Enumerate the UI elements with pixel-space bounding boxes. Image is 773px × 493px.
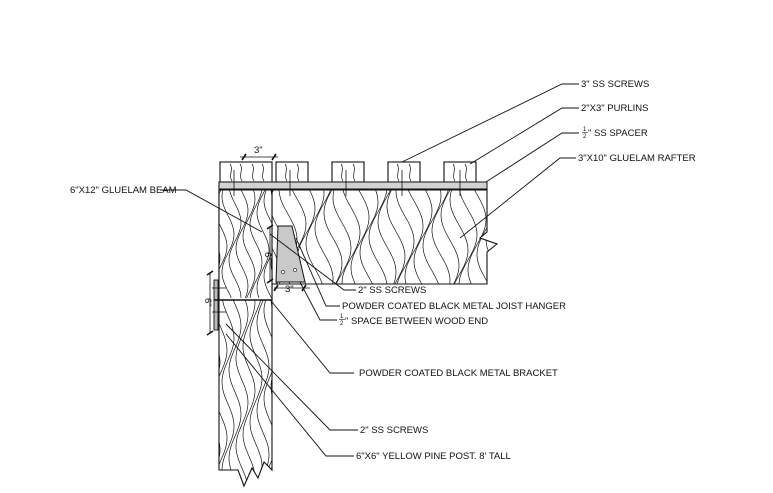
joist-hanger [275, 225, 306, 283]
grain-line [467, 190, 487, 284]
callout-purlins: 2"X3" PURLINS [581, 103, 648, 114]
dim-hanger-height: 6" [262, 224, 274, 284]
grain-line [323, 190, 343, 284]
grain-line [219, 299, 228, 486]
grain-line [359, 190, 379, 284]
grain-line [263, 299, 272, 486]
grain-line [270, 299, 272, 486]
grain-line [221, 190, 235, 299]
callout-spacer-denominator: 2 [583, 134, 587, 140]
grain-line [350, 190, 370, 284]
purlin [275, 161, 309, 183]
grain-line [228, 299, 242, 486]
purlins [219, 161, 477, 183]
grain-line [404, 190, 424, 284]
dim-hanger-width-text: 3" [285, 284, 294, 295]
grain-line [219, 299, 221, 486]
callout-screws-bracket: 2" SS SCREWS [360, 425, 428, 436]
grain-line [263, 190, 272, 299]
metal-bracket [212, 279, 272, 331]
post-wood-grain [219, 299, 272, 486]
grain-line [249, 190, 263, 299]
leaders [160, 83, 579, 457]
grain-line [332, 190, 352, 284]
grain-line [386, 190, 406, 284]
grain-line [219, 190, 228, 299]
ss-spacer [218, 181, 488, 190]
grain-line [235, 299, 249, 486]
dim-purlin-width: 3" [240, 145, 278, 161]
grain-line [305, 190, 325, 284]
callout-post: 6"X6" YELLOW PINE POST. 8' TALL [356, 451, 511, 462]
grain-line [422, 190, 442, 284]
grain-line [256, 299, 270, 486]
grain-line [341, 190, 361, 284]
callout-gap-text: " SPACE BETWEEN WOOD END [345, 316, 488, 327]
callout-spacer-numerator: 1 [583, 127, 587, 133]
grain-line [228, 190, 242, 299]
callout-screws-hanger: 2" SS SCREWS [358, 285, 426, 296]
purlin [331, 161, 365, 183]
grain-line [242, 299, 256, 486]
grain-line [458, 190, 478, 284]
dim-hanger-width: 3" [273, 284, 310, 295]
dim-hanger-height-text: 6" [262, 252, 273, 261]
grain-line [235, 190, 249, 299]
grain-line [256, 190, 270, 299]
callout-spacer-text: " SS SPACER [588, 128, 648, 139]
dim-bracket-height-text: 6" [202, 298, 213, 307]
callout-bracket: POWDER COATED BLACK METAL BRACKET [359, 368, 558, 379]
purlin-screws [233, 170, 461, 196]
callout-beam: 6"X12" GLUELAM BEAM [70, 185, 177, 196]
callout-screws-top: 3" SS SCREWS [581, 79, 649, 90]
callout-gap-numerator: 1 [340, 314, 344, 320]
dim-bracket-height: 6" [202, 270, 214, 336]
callout-gap-denominator: 2 [340, 321, 344, 327]
grain-line [314, 190, 334, 284]
callout-gap: 1 2 " SPACE BETWEEN WOOD END [339, 314, 488, 327]
callout-rafter: 3"X10" GLUELAM RAFTER [578, 153, 696, 164]
grain-line [431, 190, 451, 284]
grain-line [368, 190, 388, 284]
callout-joist-hanger: POWDER COATED BLACK METAL JOIST HANGER [342, 301, 566, 312]
grain-line [413, 190, 433, 284]
grain-line [449, 190, 469, 284]
beam-wood-grain [219, 190, 272, 299]
grain-line [249, 299, 263, 486]
beam [218, 189, 273, 301]
dim-purlin-width-text: 3" [254, 145, 263, 156]
grain-line [440, 190, 460, 284]
grain-line [377, 190, 397, 284]
grain-line [242, 190, 256, 299]
callout-spacer: 1 2 " SS SPACER [582, 127, 648, 140]
purlin [219, 161, 273, 183]
purlin [387, 161, 421, 183]
grain-line [395, 190, 415, 284]
